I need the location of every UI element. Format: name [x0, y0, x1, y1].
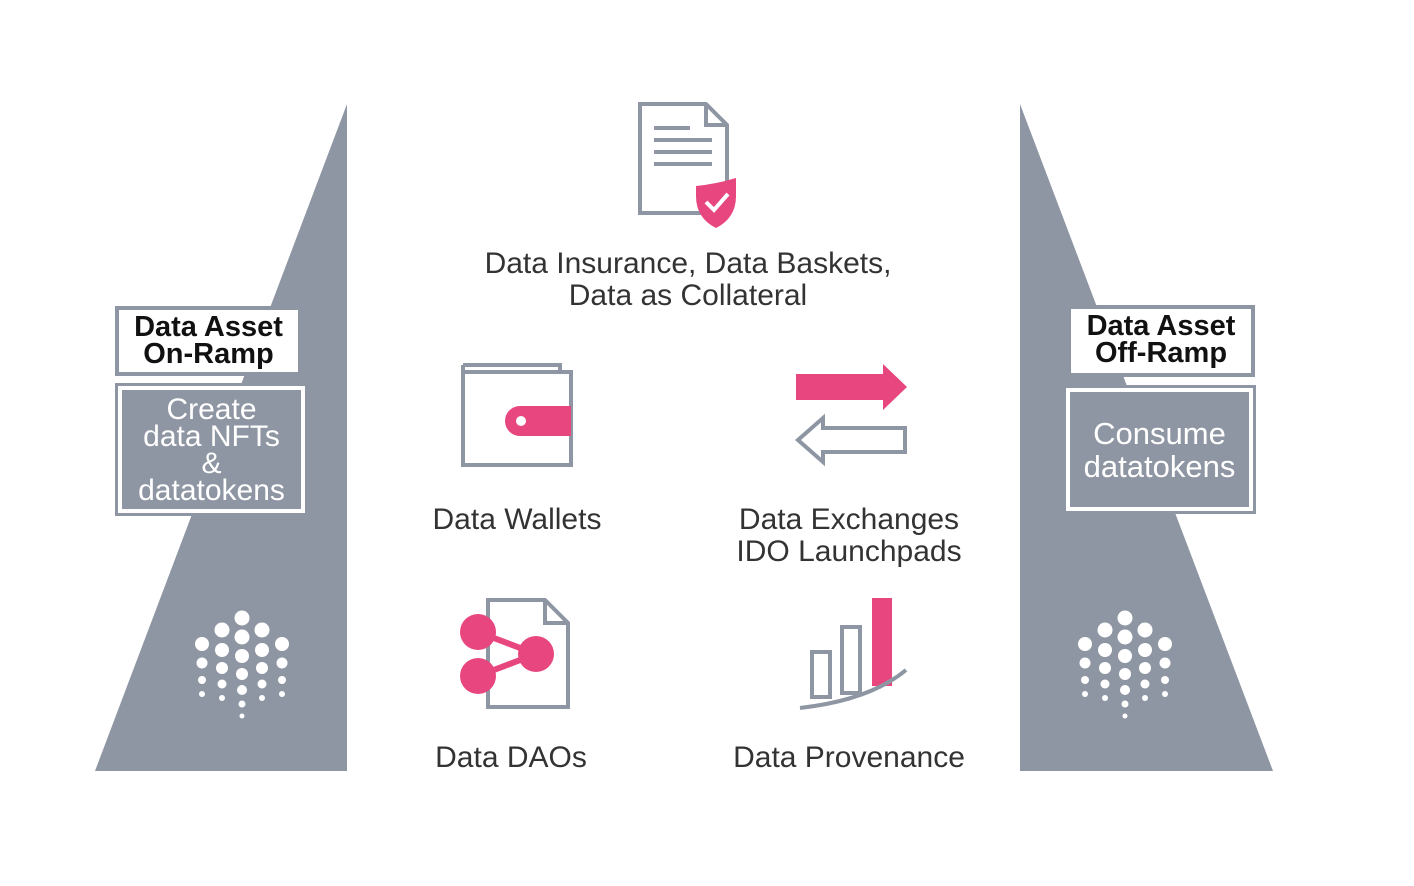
- document-shield-icon: [638, 102, 736, 228]
- logo-dot: [278, 676, 286, 684]
- insurance-caption-line: Data Insurance, Data Baskets,: [484, 247, 892, 280]
- logo-dot: [196, 657, 208, 669]
- logo-dot: [237, 685, 247, 695]
- logo-dot: [217, 679, 227, 689]
- logo-dot: [256, 662, 268, 674]
- on-ramp-title-line: Data Asset: [134, 311, 283, 343]
- logo-dot: [234, 629, 250, 645]
- off-ramp-title: Data Asset Off-Ramp: [1067, 305, 1255, 377]
- logo-dot: [235, 649, 249, 663]
- logo-dot: [1117, 610, 1133, 626]
- logo-dot: [1137, 622, 1153, 638]
- logo-dot: [257, 679, 267, 689]
- on-ramp-description-line: datatokens: [138, 473, 285, 507]
- logo-dot: [236, 668, 248, 680]
- provenance-caption: Data Provenance: [700, 742, 998, 774]
- logo-dot: [1097, 622, 1113, 638]
- off-ramp-title-line: Data Asset: [1086, 310, 1236, 342]
- logo-dot: [1082, 691, 1088, 697]
- on-ramp-description-line: &: [201, 446, 222, 480]
- on-ramp-title-line: On-Ramp: [143, 338, 274, 370]
- daos-caption-line: Data DAOs: [435, 741, 587, 774]
- document-share-icon: [460, 598, 570, 709]
- logo-dot: [1099, 662, 1111, 674]
- on-ramp-description-line: data NFTs: [143, 419, 280, 453]
- insurance-caption-line: Data as Collateral: [568, 279, 808, 312]
- logo-dot: [255, 643, 269, 657]
- logo-dot: [276, 657, 288, 669]
- logo-dot: [1079, 657, 1091, 669]
- logo-dot: [1102, 695, 1108, 701]
- off-ramp-description: Consume datatokens: [1063, 385, 1256, 514]
- daos-caption: Data DAOs: [400, 742, 622, 774]
- off-ramp-description-line: datatokens: [1083, 448, 1236, 484]
- logo-dot: [1118, 649, 1132, 663]
- logo-dot: [195, 637, 209, 651]
- off-ramp-description-line: Consume: [1093, 415, 1226, 451]
- logo-dot: [1078, 637, 1092, 651]
- logo-dot: [1117, 629, 1133, 645]
- logo-dot: [215, 643, 229, 657]
- logo-dot: [1159, 657, 1171, 669]
- logo-dot: [254, 622, 270, 638]
- logo-dot: [216, 662, 228, 674]
- logo-dot: [1081, 676, 1089, 684]
- logo-dot: [219, 695, 225, 701]
- logo-dot: [275, 637, 289, 651]
- logo-dot: [1100, 679, 1110, 689]
- logo-dot: [1138, 643, 1152, 657]
- on-ramp-title: Data Asset On-Ramp: [115, 306, 302, 376]
- logo-dot: [1142, 695, 1148, 701]
- exchanges-caption-line: Data Exchanges: [738, 503, 960, 536]
- exchanges-caption-line: IDO Launchpads: [736, 535, 962, 568]
- logo-dot: [238, 700, 246, 708]
- logo-dot: [259, 695, 265, 701]
- logo-dot: [1121, 700, 1129, 708]
- exchanges-caption: Data Exchanges IDO Launchpads: [700, 504, 998, 568]
- insurance-caption: Data Insurance, Data Baskets, Data as Co…: [440, 248, 936, 312]
- logo-dot: [1120, 685, 1130, 695]
- logo-dot: [1158, 637, 1172, 651]
- off-ramp-title-line: Off-Ramp: [1094, 337, 1228, 369]
- logo-dot: [1098, 643, 1112, 657]
- on-ramp-description-line: Create: [166, 392, 257, 426]
- logo-dot: [1122, 713, 1128, 719]
- provenance-caption-line: Data Provenance: [733, 741, 965, 774]
- logo-dot: [1161, 676, 1169, 684]
- logo-dot: [279, 691, 285, 697]
- logo-dot: [1139, 662, 1151, 674]
- logo-dot: [1140, 679, 1150, 689]
- logo-dot: [1162, 691, 1168, 697]
- logo-dot: [199, 691, 205, 697]
- logo-dot: [198, 676, 206, 684]
- logo-dot: [239, 713, 245, 719]
- wallets-caption-line: Data Wallets: [432, 503, 602, 536]
- on-ramp-description: Create data NFTs & datatokens: [115, 383, 308, 516]
- exchange-arrows-icon: [794, 364, 907, 467]
- logo-dot: [214, 622, 230, 638]
- wallet-icon: [461, 363, 573, 467]
- logo-dot: [234, 610, 250, 626]
- dot-logo-icon: [195, 610, 289, 719]
- bar-chart-growth-icon: [799, 598, 908, 710]
- wallets-caption: Data Wallets: [400, 504, 634, 536]
- logo-dot: [1119, 668, 1131, 680]
- dot-logo-icon: [1078, 610, 1172, 719]
